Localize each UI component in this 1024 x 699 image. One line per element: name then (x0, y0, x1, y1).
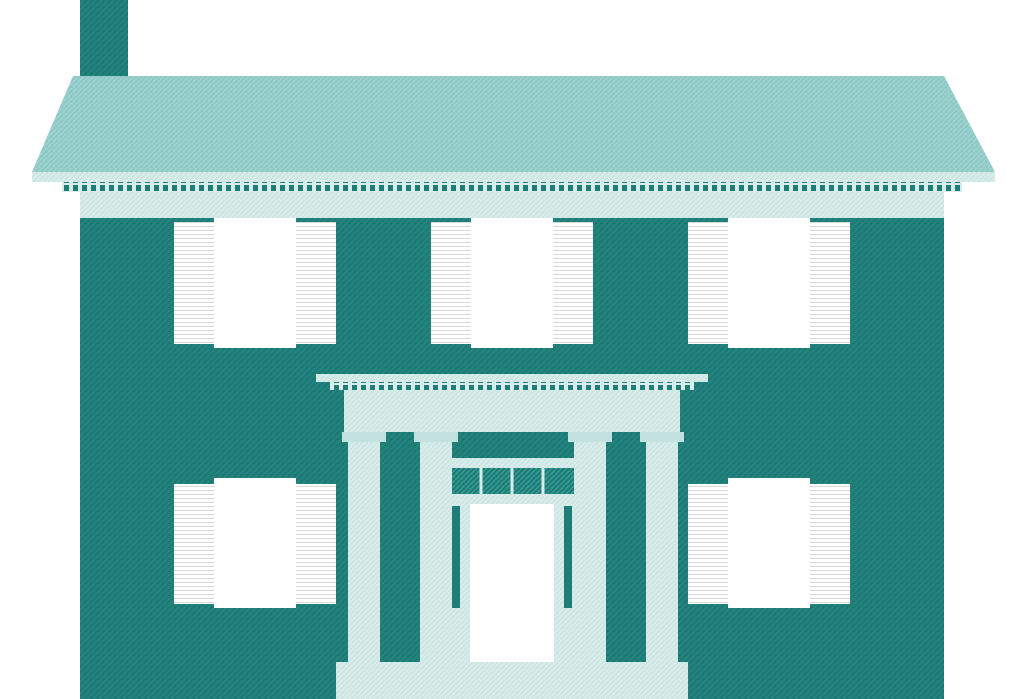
sidelight-right (564, 506, 572, 608)
window-lower-right (688, 478, 850, 608)
window-pane (214, 218, 296, 348)
sidelight-left (452, 506, 460, 608)
window-lower-left (174, 478, 336, 608)
chimney (80, 0, 128, 76)
shutter-right (553, 222, 593, 344)
shutter-left (688, 484, 728, 604)
cornice-band (32, 172, 995, 182)
window-pane (728, 218, 810, 348)
shutter-left (431, 222, 471, 344)
cornice-dentils (62, 182, 962, 192)
column-1 (348, 440, 380, 670)
window-pane (214, 478, 296, 608)
window-upper-right (688, 218, 850, 348)
column-2 (420, 440, 452, 670)
portico-cornice (316, 374, 708, 382)
window-pane (471, 218, 553, 348)
front-door (470, 504, 554, 664)
portico-dentils (330, 382, 694, 390)
window-upper-left (174, 218, 336, 348)
roof (32, 76, 995, 172)
column-4 (646, 440, 678, 670)
front-steps (336, 662, 688, 699)
portico-entablature (344, 390, 680, 432)
shutter-left (688, 222, 728, 344)
shutter-left (174, 484, 214, 604)
portico (316, 374, 708, 699)
shutter-right (296, 484, 336, 604)
shutter-right (810, 484, 850, 604)
frieze (80, 192, 944, 218)
shutter-right (296, 222, 336, 344)
window-upper-center (431, 218, 593, 348)
shutter-left (174, 222, 214, 344)
shutter-right (810, 222, 850, 344)
column-3 (574, 440, 606, 670)
window-pane (728, 478, 810, 608)
